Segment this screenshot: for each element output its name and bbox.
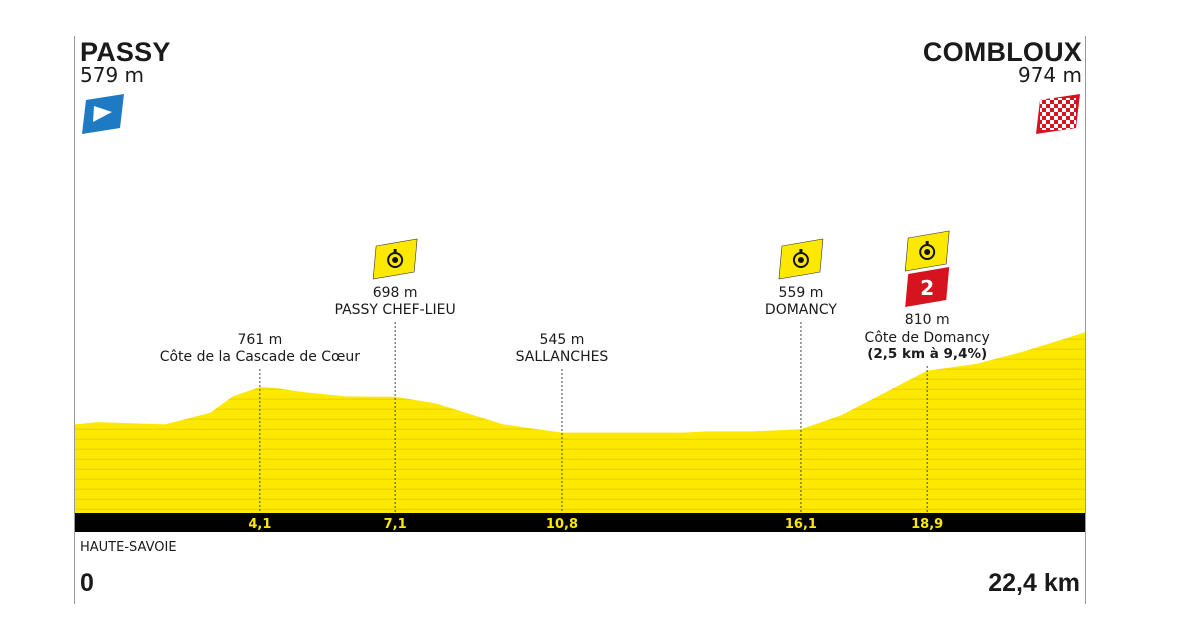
marker-km-label: 18,9: [911, 517, 943, 532]
distance-end-label: 22,4 km: [988, 569, 1080, 597]
timing-badge-icon: [904, 230, 950, 272]
category-badge-icon: 2: [905, 267, 950, 307]
category-badge-background: [905, 267, 950, 307]
stopwatch-icon: [792, 252, 809, 268]
marker-name: DOMANCY: [765, 302, 837, 318]
stopwatch-crown: [393, 249, 397, 252]
marker-km-label: 10,8: [546, 517, 578, 532]
marker-km-label: 7,1: [384, 517, 407, 532]
finish-flag-icon: [1036, 94, 1080, 134]
marker-name: SALLANCHES: [516, 349, 609, 365]
timing-badge-icon: [372, 238, 418, 280]
start-town-name: PASSY: [80, 37, 171, 67]
start-town-altitude: 579 m: [80, 63, 145, 87]
timing-badge-icon: [778, 238, 824, 280]
region-label: HAUTE-SAVOIE: [80, 540, 177, 555]
elevation-profile-area: [75, 332, 1085, 513]
right-frame-line: [1085, 36, 1086, 604]
stopwatch-icon: [919, 244, 936, 260]
marker-altitude: 559 m: [779, 285, 824, 301]
marker-km-label: 4,1: [248, 517, 271, 532]
stopwatch-icon: [387, 252, 404, 268]
marker-name: Côte de Domancy: [865, 330, 990, 346]
stopwatch-center: [392, 257, 399, 263]
marker-km-label: 16,1: [785, 517, 817, 532]
finish-town-name: COMBLOUX: [922, 37, 1082, 67]
category-number: 2: [920, 276, 934, 300]
distance-axis-bar: [75, 513, 1085, 532]
marker-name: Côte de la Cascade de Cœur: [160, 349, 361, 365]
marker-name: PASSY CHEF-LIEU: [335, 302, 456, 318]
marker-altitude: 761 m: [237, 332, 282, 348]
marker-altitude: 810 m: [905, 312, 950, 328]
finish-town-altitude: 974 m: [1017, 63, 1082, 87]
distance-start-label: 0: [80, 569, 94, 597]
marker-altitude: 698 m: [373, 285, 418, 301]
marker-detail: (2,5 km à 9,4%): [867, 346, 987, 362]
start-flag-icon: [82, 94, 124, 134]
stopwatch-center: [924, 249, 931, 255]
stopwatch-crown: [799, 249, 803, 252]
left-frame-line: [74, 36, 75, 604]
stopwatch-crown: [925, 241, 929, 244]
stopwatch-center: [797, 257, 804, 263]
marker-altitude: 545 m: [540, 332, 585, 348]
